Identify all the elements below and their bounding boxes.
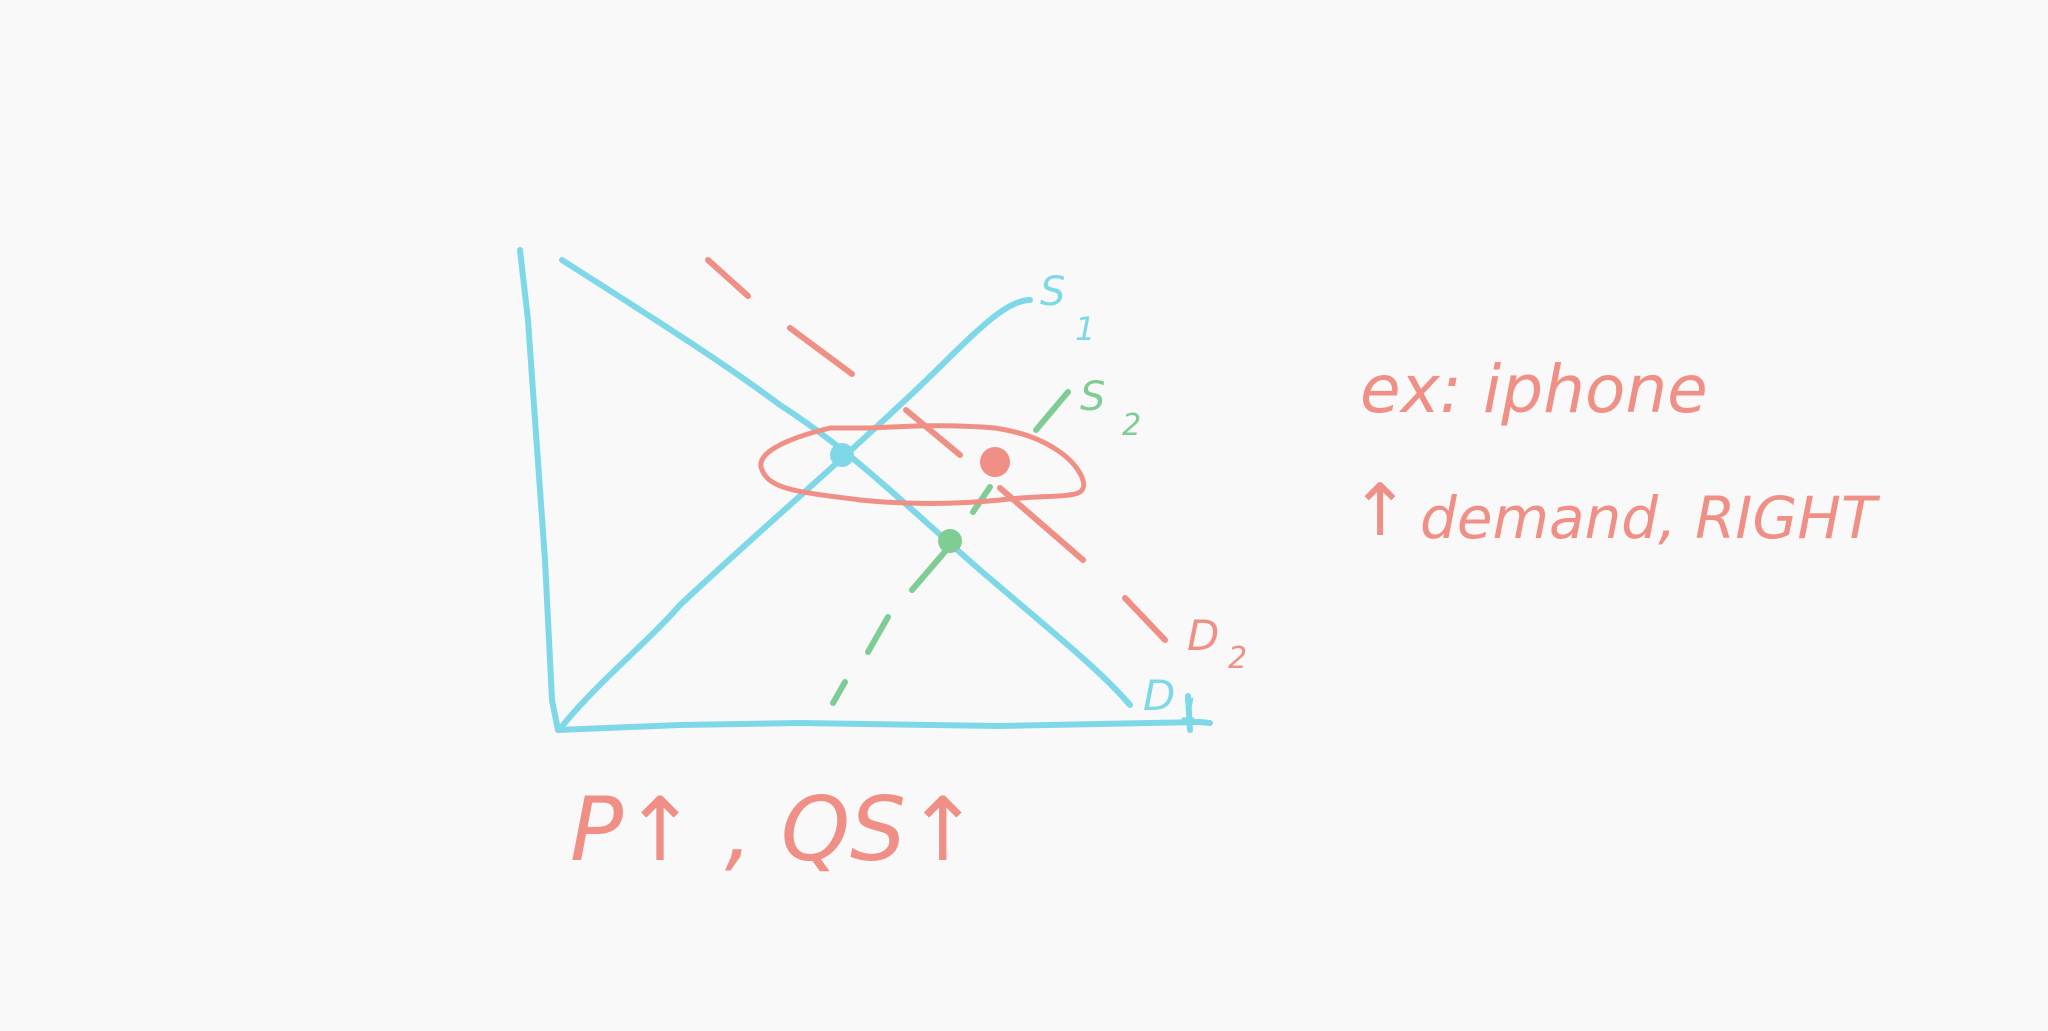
label-d2-subscript: 2	[1228, 641, 1247, 676]
x-axis	[555, 719, 1213, 733]
axes	[517, 247, 1213, 733]
note-example: ex: iphone	[1360, 351, 1708, 428]
circled-price-band	[758, 423, 1087, 506]
demand-curve-d1	[559, 257, 1133, 708]
shifted-demand-equilibrium-point	[980, 447, 1010, 477]
note-demand-arrow: ↑	[1350, 468, 1410, 552]
demand-curve-d2	[705, 257, 1168, 643]
label-d1-subscript: 1	[1180, 693, 1199, 728]
note-result: P↑ , QS↑	[570, 778, 980, 881]
label-s2: S	[1080, 374, 1105, 420]
label-s1: S	[1040, 269, 1065, 315]
x-axis-end-tick	[1185, 693, 1193, 733]
note-demand: demand, RIGHT	[1420, 484, 1881, 552]
label-d1: D	[1143, 671, 1175, 720]
label-d2: D	[1187, 611, 1219, 660]
label-s1-subscript: 1	[1075, 310, 1095, 348]
supply-curve-s1	[560, 297, 1033, 728]
y-axis	[517, 247, 561, 733]
shifted-supply-equilibrium-point	[938, 529, 962, 553]
label-s2-subscript: 2	[1122, 408, 1141, 443]
original-equilibrium-point	[830, 443, 854, 467]
